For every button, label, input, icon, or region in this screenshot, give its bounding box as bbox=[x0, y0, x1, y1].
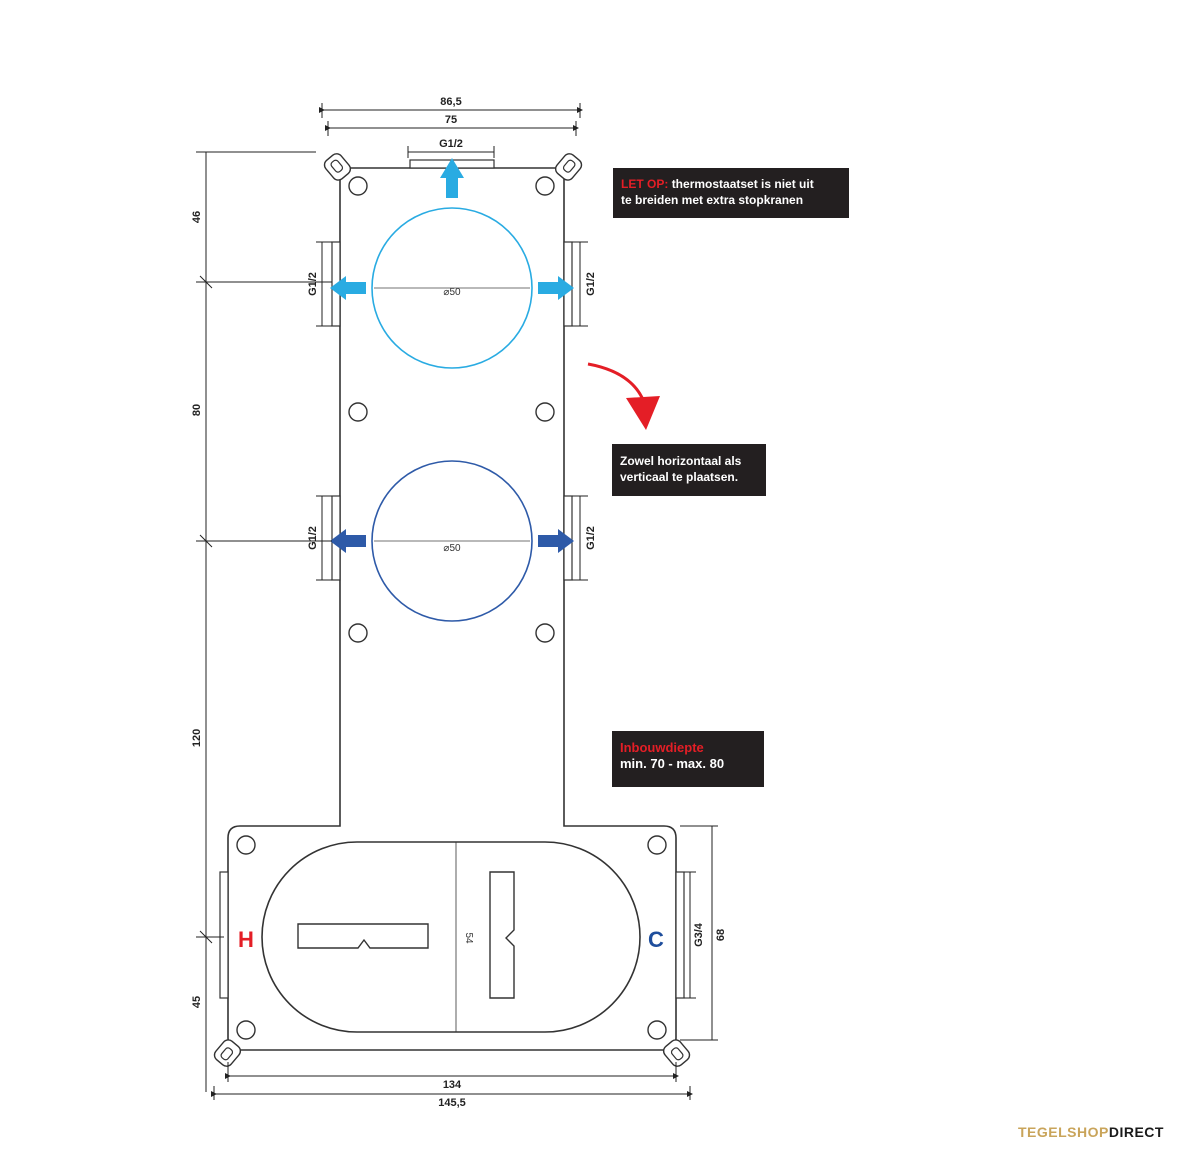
inlet-thread-label: G3/4 bbox=[693, 922, 705, 947]
bottom-dimensions bbox=[211, 1062, 693, 1100]
hot-cartridge-slot bbox=[297, 923, 429, 949]
depth-title: Inbouwdiepte bbox=[620, 740, 704, 755]
lower-left-arrow bbox=[330, 529, 366, 553]
warning-line2: te breiden met extra stopkranen bbox=[621, 193, 804, 207]
upper-right-arrow bbox=[538, 276, 574, 300]
lower-right-arrow bbox=[538, 529, 574, 553]
orientation-arrowhead bbox=[626, 396, 660, 430]
hot-label: H bbox=[238, 927, 254, 952]
vertical-80-label: 80 bbox=[191, 404, 203, 416]
brand-part1: TEGELSHOP bbox=[1018, 1124, 1109, 1140]
upper-diameter-label: ⌀50 bbox=[443, 287, 461, 298]
top-outlet-label: G1/2 bbox=[439, 138, 463, 150]
body-outline bbox=[227, 167, 677, 1051]
cold-label: C bbox=[648, 927, 664, 952]
height-54-label: 54 bbox=[463, 932, 474, 944]
cold-cartridge-slot bbox=[489, 871, 515, 999]
lower-right-outlet-label: G1/2 bbox=[585, 526, 597, 550]
orientation-arrow bbox=[587, 362, 646, 403]
top-left-lug bbox=[323, 153, 352, 181]
side-outlet-dims bbox=[316, 241, 718, 1041]
mixer-capsule bbox=[261, 841, 641, 1033]
vertical-46-label: 46 bbox=[191, 211, 203, 223]
width-134-label: 134 bbox=[443, 1079, 462, 1091]
brand-logo: TEGELSHOPDIRECT bbox=[1018, 1124, 1164, 1140]
bottom-right-lug bbox=[662, 1039, 691, 1067]
orientation-note: Zowel horizontaal als verticaal te plaat… bbox=[612, 444, 766, 496]
left-dimensions bbox=[196, 151, 332, 1092]
orientation-line2: verticaal te plaatsen. bbox=[620, 470, 739, 484]
lower-outlet-circle bbox=[371, 460, 533, 622]
upper-left-outlet-label: G1/2 bbox=[307, 272, 319, 296]
upper-outlet-circle bbox=[371, 207, 533, 369]
width-145-label: 145,5 bbox=[438, 1097, 466, 1109]
width-inner-top-label: 75 bbox=[445, 114, 457, 126]
upper-right-outlet-label: G1/2 bbox=[585, 272, 597, 296]
top-right-lug bbox=[554, 153, 583, 181]
lower-diameter-label: ⌀50 bbox=[443, 543, 461, 554]
brand-part2: DIRECT bbox=[1108, 1124, 1164, 1140]
top-dimensions bbox=[319, 103, 583, 158]
width-outer-top-label: 86,5 bbox=[440, 96, 461, 108]
upper-left-arrow bbox=[330, 276, 366, 300]
warning-prefix: LET OP: bbox=[621, 177, 669, 191]
vertical-120-label: 120 bbox=[191, 729, 203, 747]
depth-note: Inbouwdiepte min. 70 - max. 80 bbox=[612, 731, 764, 787]
orientation-line1: Zowel horizontaal als bbox=[620, 454, 742, 468]
top-outlet-arrow bbox=[440, 158, 464, 198]
lower-left-outlet-label: G1/2 bbox=[307, 526, 319, 550]
vertical-45-label: 45 bbox=[191, 996, 203, 1008]
height-68-label: 68 bbox=[715, 929, 727, 941]
side-bosses bbox=[219, 241, 685, 999]
warning-note: LET OP: thermostaatset is niet uit te br… bbox=[613, 168, 849, 218]
warning-line1: thermostaatset is niet uit bbox=[671, 177, 814, 191]
depth-value: min. 70 - max. 80 bbox=[620, 756, 725, 771]
screw-holes bbox=[236, 176, 667, 1040]
bottom-left-lug bbox=[213, 1039, 242, 1067]
